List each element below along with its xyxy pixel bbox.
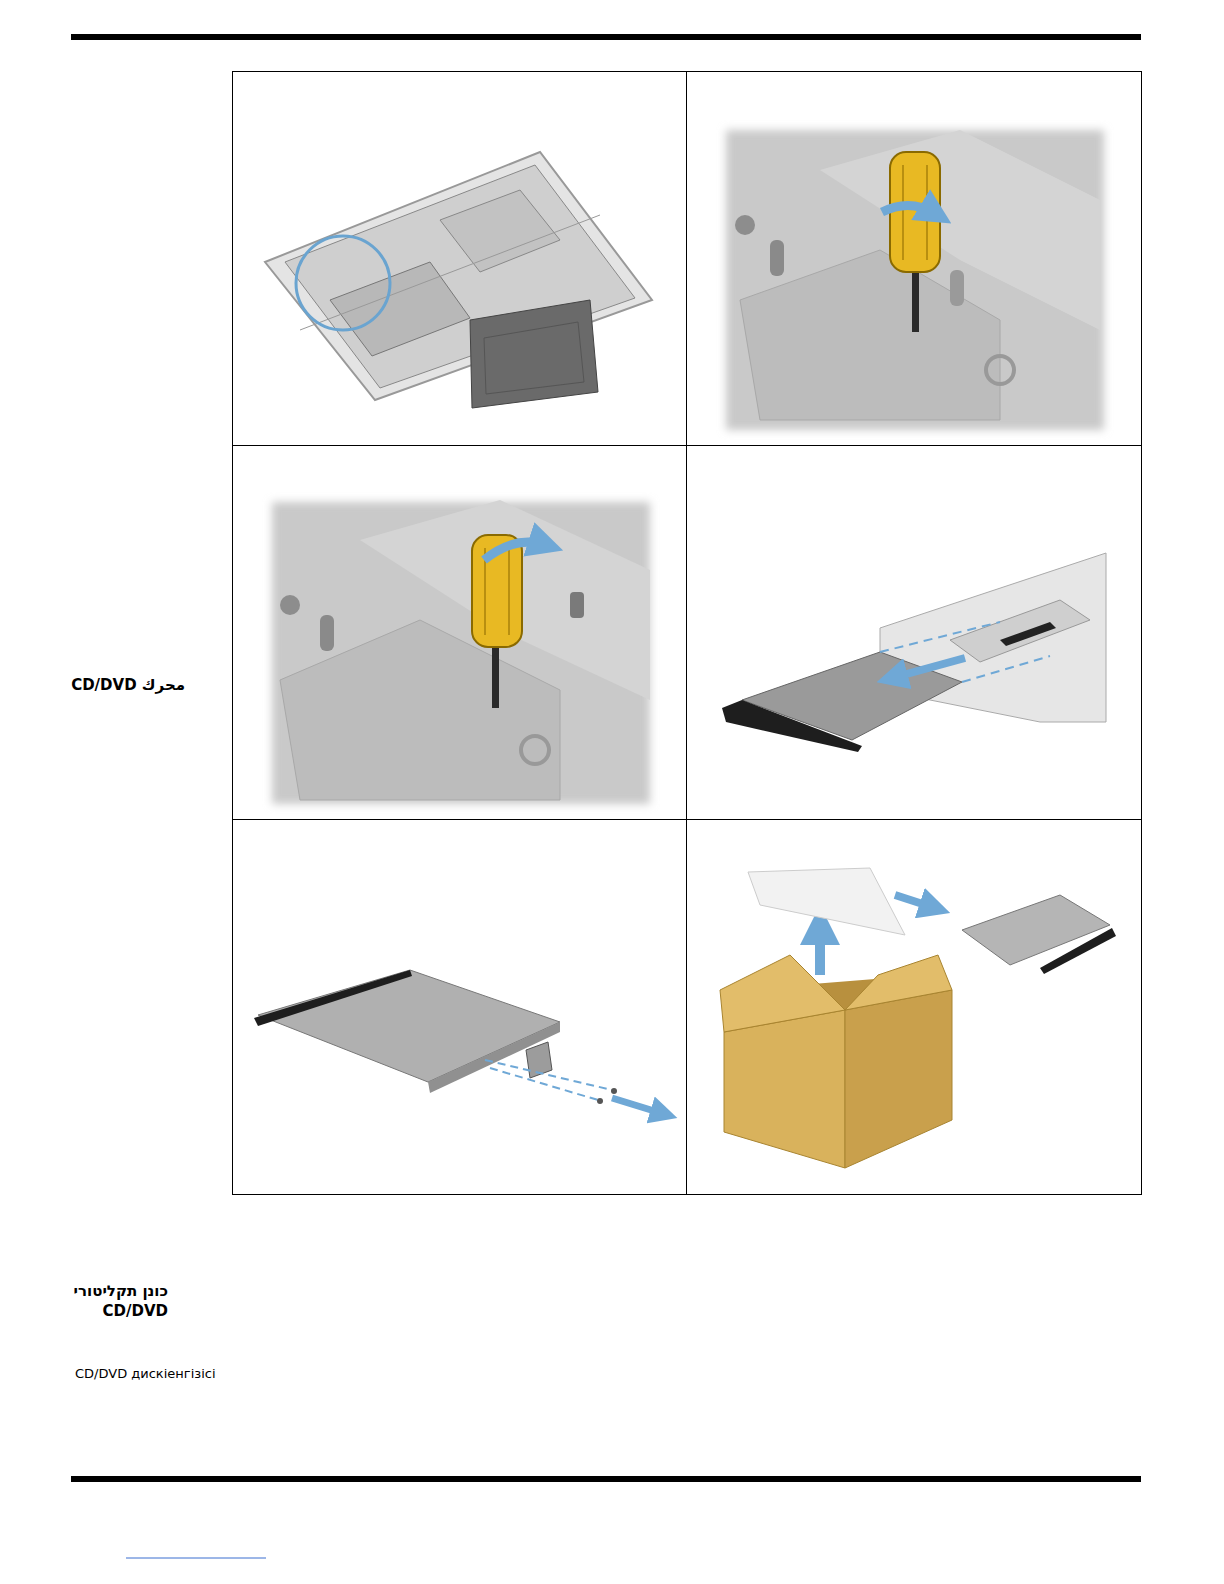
screw-removal-2 — [272, 500, 650, 804]
side-label: محرك CD/DVD — [40, 676, 185, 696]
screw-removal-1 — [726, 130, 1104, 430]
packaging — [720, 868, 1116, 1168]
figure-grid — [233, 72, 1142, 1195]
computer-back — [265, 152, 652, 408]
top-rule — [71, 34, 1141, 40]
side-label: כונן תקליטורי CD/DVD — [40, 1282, 168, 1321]
drive-bracket-removal — [254, 970, 664, 1114]
drive-slide-out — [722, 553, 1106, 752]
side-label: CD/DVD дискіенгізісі — [75, 1366, 235, 1383]
link-underline — [126, 1558, 266, 1559]
bottom-rule — [71, 1476, 1141, 1482]
